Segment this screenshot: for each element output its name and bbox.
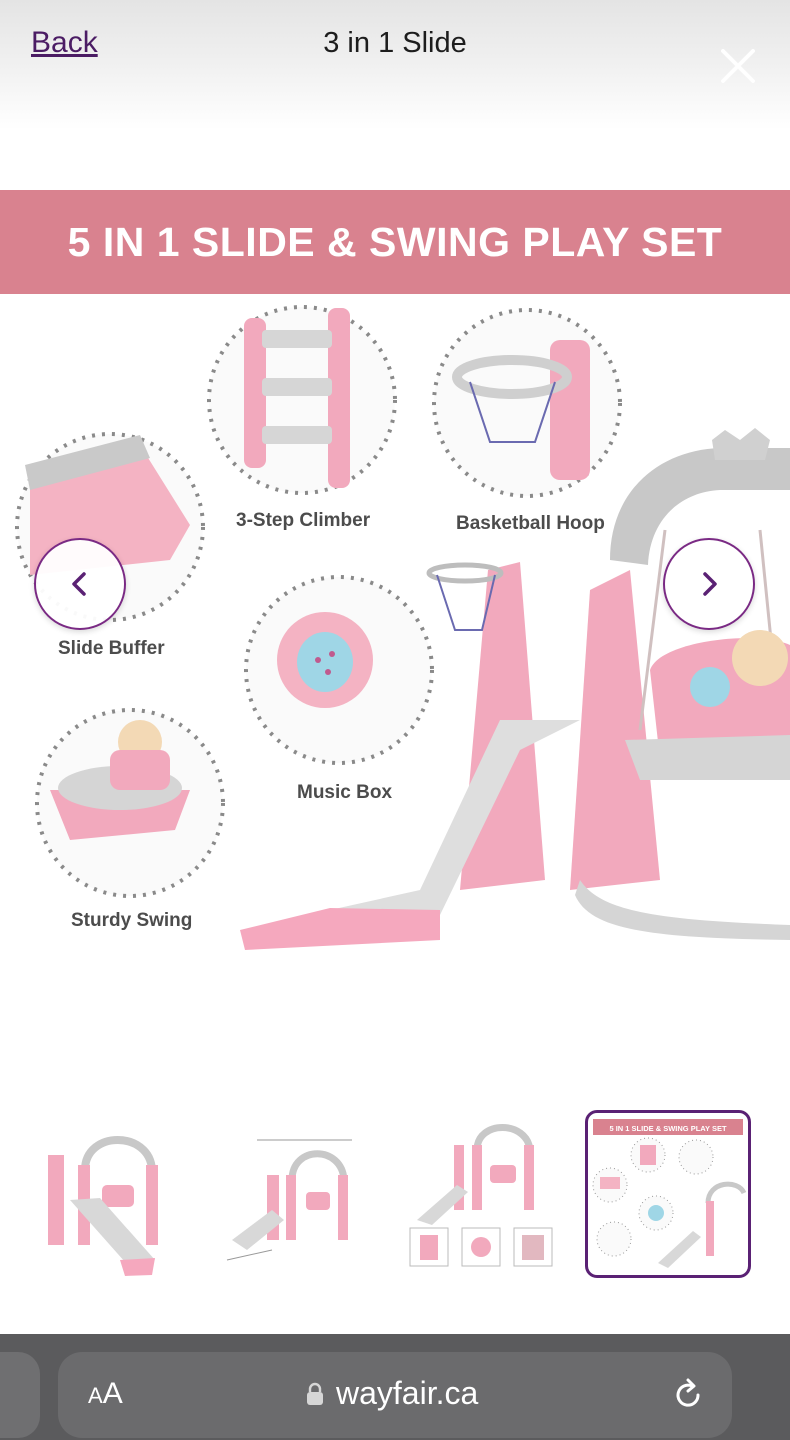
back-link[interactable]: Back <box>31 26 98 59</box>
browser-toolbar: AA wayfair.ca <box>0 1334 790 1440</box>
image-banner: 5 IN 1 SLIDE & SWING PLAY SET <box>0 190 790 294</box>
thumbnail-strip: 5 IN 1 SLIDE & SWING PLAY SET <box>0 1110 790 1290</box>
page-title: 3 in 1 Slide <box>323 27 467 59</box>
callout-music: Music Box <box>297 782 393 803</box>
text-size-button[interactable]: AA <box>88 1377 123 1411</box>
domain-text: wayfair.ca <box>336 1375 479 1411</box>
header: Back 3 in 1 Slide <box>0 0 790 130</box>
thumbnail-1-image <box>48 1136 158 1276</box>
thumbnail-3[interactable] <box>402 1110 568 1278</box>
thumbnail-1[interactable] <box>30 1110 196 1278</box>
text-size-small-a: A <box>88 1383 103 1408</box>
thumbnail-4-image: 5 IN 1 SLIDE & SWING PLAY SET <box>592 1119 747 1268</box>
url-display[interactable]: wayfair.ca <box>306 1375 478 1412</box>
close-icon[interactable] <box>716 44 760 88</box>
thumbnail-2[interactable] <box>212 1110 378 1278</box>
reload-icon[interactable] <box>670 1377 706 1413</box>
chevron-left-icon <box>72 572 86 596</box>
callout-buffer: Slide Buffer <box>58 638 165 659</box>
callout-swing: Sturdy Swing <box>71 910 193 931</box>
callout-hoop: Basketball Hoop <box>456 513 605 534</box>
thumbnail-4-active[interactable]: 5 IN 1 SLIDE & SWING PLAY SET <box>585 1110 751 1278</box>
address-bar[interactable]: AA wayfair.ca <box>58 1352 732 1438</box>
lock-icon <box>307 1382 323 1405</box>
callout-climber: 3-Step Climber <box>236 510 371 531</box>
text-size-large-a: A <box>102 1377 123 1410</box>
chevron-right-icon <box>703 572 717 596</box>
thumbnail-3-image <box>409 1124 553 1267</box>
product-illustration <box>15 305 790 950</box>
carousel-prev-button[interactable] <box>34 538 126 630</box>
previous-tab-stub[interactable] <box>0 1352 40 1438</box>
thumbnail-4-banner-text: 5 IN 1 SLIDE & SWING PLAY SET <box>609 1124 727 1133</box>
product-main-image[interactable]: 5 IN 1 SLIDE & SWING PLAY SET <box>0 190 790 980</box>
thumbnail-2-image <box>226 1139 352 1261</box>
carousel-next-button[interactable] <box>663 538 755 630</box>
banner-text: 5 IN 1 SLIDE & SWING PLAY SET <box>67 218 723 265</box>
